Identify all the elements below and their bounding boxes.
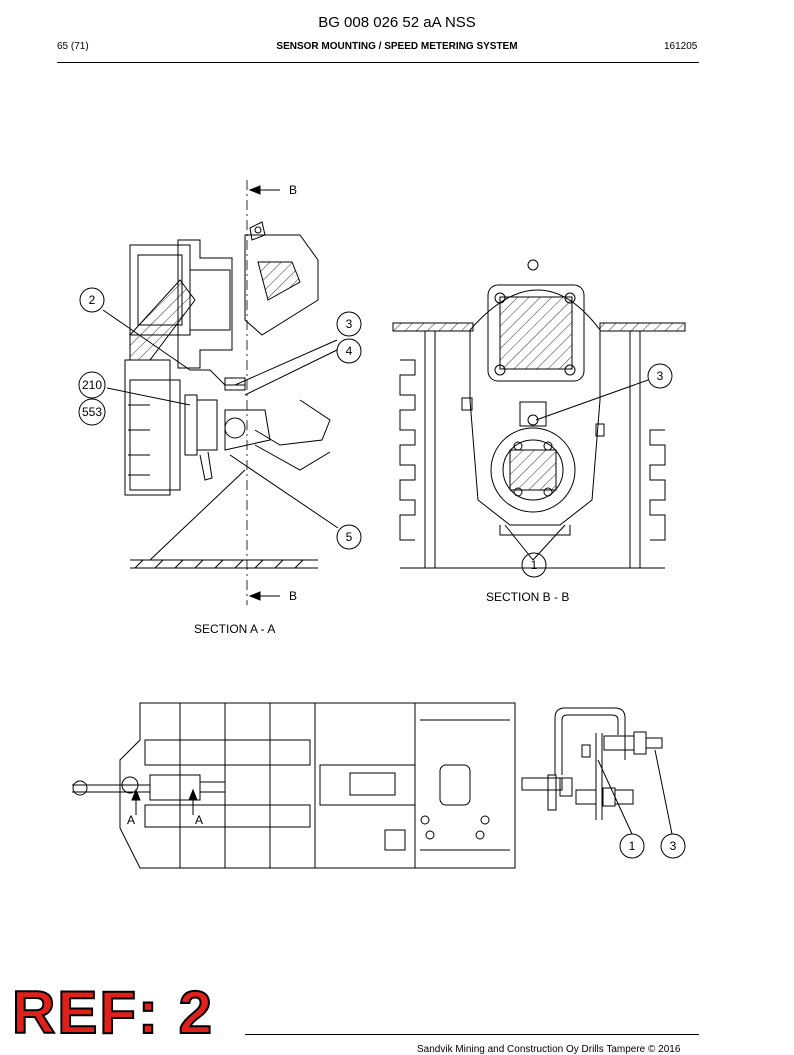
callout-3: 3 xyxy=(346,317,353,331)
plan-section-mark-a-right: A xyxy=(195,813,203,827)
section-aa-drawing xyxy=(78,180,362,605)
callout-4: 4 xyxy=(346,344,353,358)
section-aa-caption: SECTION A - A xyxy=(194,622,275,636)
document-date: 161205 xyxy=(664,41,698,52)
document-title: BG 008 026 52 aA NSS xyxy=(318,14,476,31)
callout-bb-3: 3 xyxy=(657,369,664,383)
copyright-text: Sandvik Mining and Construction Oy Drill… xyxy=(417,1044,681,1055)
section-bb-caption: SECTION B - B xyxy=(486,590,569,604)
ref-stamp: REF: 2 xyxy=(11,979,215,1046)
callout-210: 210 xyxy=(82,378,102,392)
section-title: SENSOR MOUNTING / SPEED METERING SYSTEM xyxy=(276,41,518,52)
callout-detail-1: 1 xyxy=(629,839,636,853)
callout-bb-1: 1 xyxy=(531,558,538,572)
page-number: 65 (71) xyxy=(57,41,89,52)
plan-section-mark-a-left: A xyxy=(127,813,135,827)
plan-view-drawing xyxy=(72,702,516,869)
section-bb-drawing xyxy=(392,259,686,578)
cut-marker-bottom: B xyxy=(289,589,297,603)
detail-view-drawing xyxy=(521,707,686,859)
footer-rule xyxy=(245,1034,699,1035)
callout-5: 5 xyxy=(346,530,353,544)
header-rule xyxy=(57,62,699,63)
callout-detail-3: 3 xyxy=(670,839,677,853)
callout-2: 2 xyxy=(89,293,96,307)
cut-marker-top: B xyxy=(289,183,297,197)
callout-553: 553 xyxy=(82,405,102,419)
